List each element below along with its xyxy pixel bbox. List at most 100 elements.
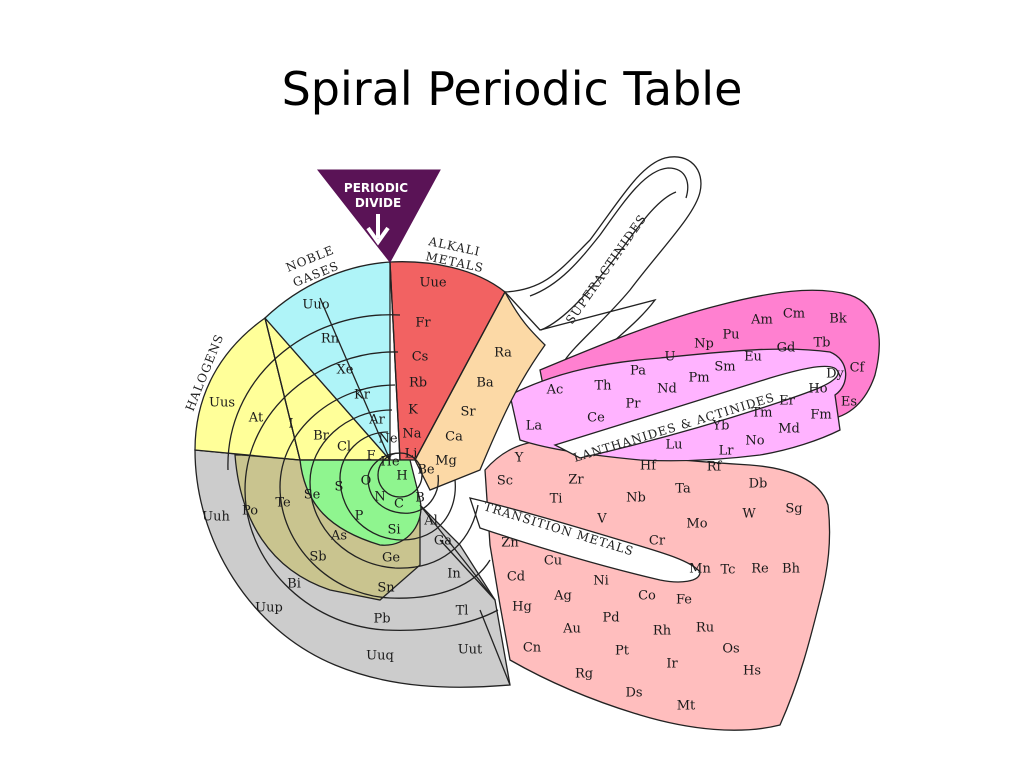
element-pr: Pr bbox=[626, 397, 642, 412]
element-br: Br bbox=[313, 429, 330, 444]
element-in: In bbox=[447, 567, 461, 582]
element-he: He bbox=[380, 455, 399, 470]
element-n: N bbox=[374, 490, 385, 505]
element-au: Au bbox=[562, 622, 581, 637]
element-uuo: Uuo bbox=[302, 298, 329, 313]
element-mt: Mt bbox=[677, 699, 696, 714]
element-s: S bbox=[335, 480, 344, 495]
element-no: No bbox=[745, 434, 764, 449]
element-ru: Ru bbox=[696, 621, 714, 636]
element-dy: Dy bbox=[826, 367, 844, 382]
element-la: La bbox=[526, 419, 543, 434]
element-bi: Bi bbox=[287, 577, 301, 592]
element-b: B bbox=[415, 491, 425, 506]
element-sr: Sr bbox=[460, 405, 476, 420]
element-rb: Rb bbox=[409, 376, 427, 391]
element-li: Li bbox=[405, 447, 418, 462]
element-ne: Ne bbox=[378, 432, 397, 447]
element-cs: Cs bbox=[412, 350, 429, 365]
element-os: Os bbox=[722, 642, 739, 657]
element-zr: Zr bbox=[568, 473, 584, 488]
element-uut: Uut bbox=[458, 643, 483, 658]
element-u: U bbox=[665, 350, 676, 365]
element-pb: Pb bbox=[373, 612, 390, 627]
element-w: W bbox=[742, 507, 756, 522]
element-er: Er bbox=[779, 394, 795, 409]
element-nd: Nd bbox=[657, 382, 677, 397]
element-lr: Lr bbox=[719, 444, 735, 459]
element-bk: Bk bbox=[829, 312, 847, 327]
element-sm: Sm bbox=[714, 360, 735, 375]
element-co: Co bbox=[638, 589, 656, 604]
element-pu: Pu bbox=[722, 328, 739, 343]
element-ta: Ta bbox=[675, 482, 691, 497]
alkaline-earth-region bbox=[414, 290, 546, 491]
element-rg: Rg bbox=[575, 667, 593, 682]
element-cd: Cd bbox=[507, 570, 525, 585]
element-tl: Tl bbox=[456, 604, 469, 619]
element-h: H bbox=[396, 469, 407, 484]
spiral-rings bbox=[227, 261, 511, 686]
element-al: Al bbox=[423, 514, 438, 529]
element-v: V bbox=[596, 512, 607, 527]
element-cn: Cn bbox=[523, 641, 542, 656]
element-sn: Sn bbox=[377, 581, 395, 596]
element-sg: Sg bbox=[785, 502, 802, 517]
element-ni: Ni bbox=[593, 574, 609, 589]
element-tm: Tm bbox=[752, 406, 773, 421]
element-zn: Zn bbox=[501, 536, 519, 551]
element-si: Si bbox=[387, 523, 400, 538]
element-ho: Ho bbox=[808, 382, 827, 397]
element-tc: Tc bbox=[721, 563, 736, 578]
element-np: Np bbox=[694, 337, 714, 352]
element-cr: Cr bbox=[649, 534, 666, 549]
element-mn: Mn bbox=[689, 562, 711, 577]
element-rf: Rf bbox=[707, 460, 723, 475]
element-th: Th bbox=[594, 379, 612, 394]
element-nb: Nb bbox=[626, 491, 646, 506]
element-fm: Fm bbox=[810, 408, 831, 423]
element-fe: Fe bbox=[676, 593, 692, 608]
element-ga: Ga bbox=[434, 534, 452, 549]
element-mg: Mg bbox=[435, 454, 457, 469]
element-uue: Uue bbox=[419, 276, 446, 291]
element-ds: Ds bbox=[625, 686, 642, 701]
element-rh: Rh bbox=[653, 624, 672, 639]
element-ar: Ar bbox=[368, 413, 385, 428]
element-uuq: Uuq bbox=[366, 649, 394, 664]
element-cu: Cu bbox=[544, 554, 562, 569]
element-be: Be bbox=[417, 463, 435, 478]
lanthanide-channel bbox=[553, 365, 839, 459]
element-hg: Hg bbox=[512, 600, 532, 615]
element-uuh: Uuh bbox=[202, 510, 230, 525]
periodic-divide-label-1: PERIODIC bbox=[344, 181, 408, 195]
element-bh: Bh bbox=[782, 562, 801, 577]
element-as: As bbox=[330, 529, 347, 544]
element-pt: Pt bbox=[615, 644, 630, 659]
element-cl: Cl bbox=[337, 440, 351, 455]
element-fr: Fr bbox=[415, 316, 431, 331]
element-te: Te bbox=[275, 496, 291, 511]
element-i: I bbox=[288, 417, 293, 432]
element-tb: Tb bbox=[814, 336, 831, 351]
element-pa: Pa bbox=[630, 364, 646, 379]
element-am: Am bbox=[750, 313, 773, 328]
element-se: Se bbox=[304, 488, 321, 503]
element-f: F bbox=[366, 449, 375, 464]
element-pm: Pm bbox=[688, 371, 709, 386]
element-es: Es bbox=[841, 395, 857, 410]
element-o: O bbox=[361, 474, 372, 489]
element-gd: Gd bbox=[777, 341, 796, 356]
element-p: P bbox=[355, 509, 364, 524]
transition-channel bbox=[469, 497, 701, 583]
periodic-divide-label-2: DIVIDE bbox=[355, 196, 401, 210]
element-ra: Ra bbox=[494, 346, 512, 361]
element-k: K bbox=[408, 403, 418, 418]
element-db: Db bbox=[749, 477, 768, 492]
element-uus: Uus bbox=[209, 396, 235, 411]
element-ca: Ca bbox=[445, 430, 463, 445]
element-eu: Eu bbox=[744, 350, 762, 365]
element-ce: Ce bbox=[587, 411, 605, 426]
element-rn: Rn bbox=[321, 332, 340, 347]
transition-metals-region bbox=[484, 440, 831, 731]
